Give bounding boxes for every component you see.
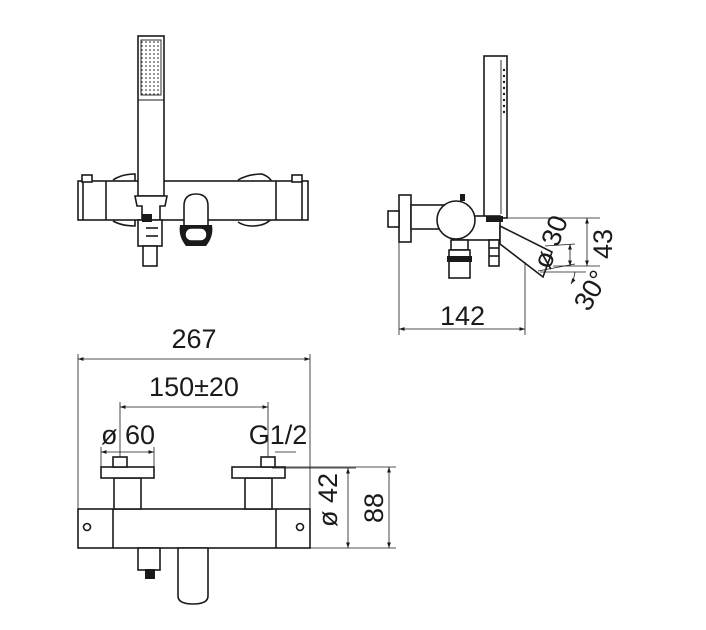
side-hand-shower (483, 55, 508, 219)
top-right-screw (295, 522, 305, 532)
side-wall-stub (387, 210, 400, 228)
side-connector-left (450, 239, 469, 251)
front-aerator-hole (184, 227, 208, 242)
top-mixer-body (77, 508, 311, 549)
side-knob-indicator (460, 194, 465, 201)
top-dim-dia-42: ø 42 (313, 473, 343, 527)
side-shower-nozzles (502, 68, 506, 114)
front-connector-detail (142, 214, 152, 222)
front-hose-outlet (142, 245, 158, 267)
side-outlet-band (447, 256, 472, 262)
front-shower-nozzles (140, 39, 162, 96)
top-right-flange (231, 466, 286, 479)
front-right-cap (291, 174, 303, 183)
side-dim-142: 142 (440, 301, 485, 331)
top-right-column (244, 477, 273, 510)
top-dim-g12: G1/2 (249, 420, 308, 450)
top-spout (177, 547, 209, 605)
side-view: 142 43 ø 30 30° (387, 55, 618, 335)
top-right-nut (260, 456, 276, 468)
front-view (77, 35, 309, 267)
top-left-screw (82, 522, 92, 532)
top-hose-outlet (137, 547, 161, 571)
side-wall-plate (398, 194, 412, 243)
top-outlet-nut (145, 569, 155, 579)
side-control-knob (436, 200, 476, 240)
side-spout (499, 224, 553, 279)
front-left-cap (81, 174, 93, 183)
top-dim-267: 267 (171, 324, 216, 354)
top-left-column (113, 477, 142, 510)
side-dim-dia-30: ø 30 (527, 211, 574, 272)
top-left-flange (100, 466, 155, 479)
front-hose-connector (137, 219, 163, 247)
top-dim-88: 88 (359, 493, 389, 523)
top-dim-150: 150±20 (149, 372, 239, 402)
top-view: 267 150±20 ø 60 G1/2 ø 42 88 (77, 324, 396, 605)
side-holder-clip (486, 216, 503, 222)
side-dim-43: 43 (588, 229, 618, 259)
side-outlet-right (488, 239, 500, 267)
top-left-nut (112, 456, 128, 468)
top-dim-dia-60: ø 60 (101, 420, 155, 450)
side-outlet-left (448, 249, 471, 279)
